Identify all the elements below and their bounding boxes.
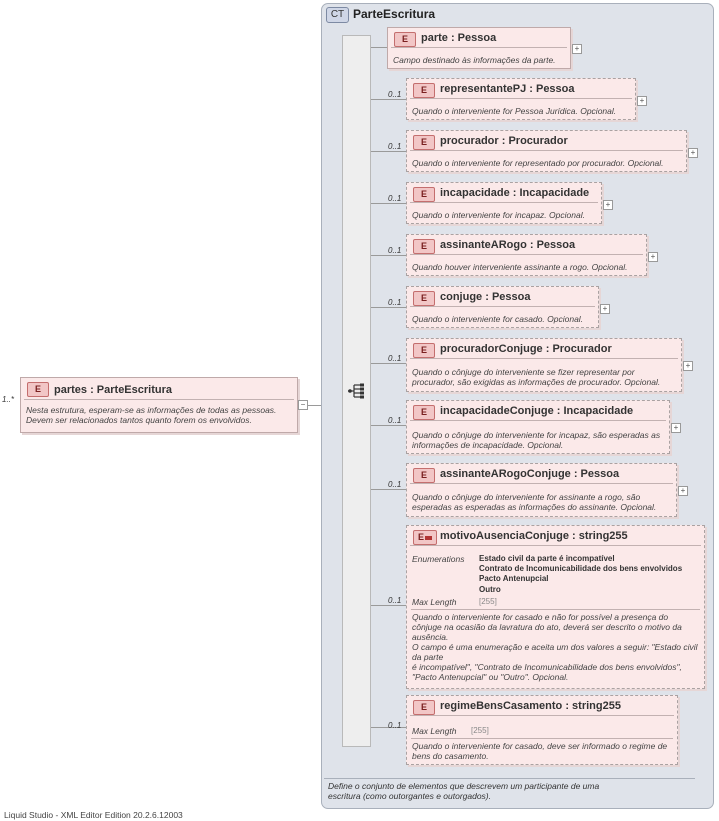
branch-line [371, 425, 406, 426]
element-description: Quando o cônjuge do interveniente for in… [412, 430, 661, 450]
expand-icon[interactable]: + [683, 361, 693, 371]
root-occurrence: 1..* [2, 395, 15, 404]
element-name: assinanteARogoConjuge : Pessoa [440, 468, 620, 480]
complex-type-divider [324, 778, 695, 779]
expand-icon[interactable]: + [603, 200, 613, 210]
element-badge: E [413, 83, 435, 98]
max-length-value: [255] [479, 597, 497, 606]
collapse-icon[interactable]: − [298, 400, 308, 410]
enumeration-value: Estado civil da parte é incompatível [479, 554, 615, 563]
expand-icon[interactable]: + [648, 252, 658, 262]
branch-line [371, 489, 406, 490]
element-badge: E [413, 530, 437, 545]
element-badge: E [413, 405, 435, 420]
element-badge: E [413, 187, 435, 202]
element-description: Campo destinado às informações da parte. [393, 55, 556, 65]
element-name: conjuge : Pessoa [440, 291, 531, 303]
element-badge: E [27, 382, 49, 397]
branch-line [371, 605, 406, 606]
branch-line [371, 727, 406, 728]
enumeration-value: Pacto Antenupcial [479, 574, 549, 583]
occurrence-label: 0..1 [388, 416, 402, 425]
element-name: regimeBensCasamento : string255 [440, 700, 621, 712]
element-name: partes : ParteEscritura [54, 384, 172, 396]
element-badge: E [413, 291, 435, 306]
branch-line [371, 307, 406, 308]
occurrence-label: 0..1 [388, 194, 402, 203]
element-name: procuradorConjuge : Procurador [440, 343, 612, 355]
branch-line [371, 47, 387, 48]
branch-line [371, 151, 406, 152]
element-description: Quando o interveniente for Pessoa Jurídi… [412, 106, 617, 116]
complex-type-badge: CT [326, 7, 349, 23]
enumeration-value: Contrato de Incomunicabilidade dos bens … [479, 564, 683, 573]
expand-icon[interactable]: + [572, 44, 582, 54]
element-badge: E [413, 468, 435, 483]
occurrence-label: 0..1 [388, 90, 402, 99]
element-badge: E [413, 343, 435, 358]
sequence-bar [342, 35, 371, 747]
expand-icon[interactable]: + [671, 423, 681, 433]
element-name: assinanteARogo : Pessoa [440, 239, 576, 251]
max-length-label: Max Length [412, 726, 457, 736]
complex-type-title: ParteEscritura [353, 7, 436, 21]
occurrence-label: 0..1 [388, 354, 402, 363]
expand-icon[interactable]: + [600, 304, 610, 314]
expand-icon[interactable]: + [637, 96, 647, 106]
element-description: Quando o cônjuge do interveniente se fiz… [412, 367, 661, 387]
element-badge: E [413, 700, 435, 715]
element-name: parte : Pessoa [421, 32, 497, 44]
complex-type-description: Define o conjunto de elementos que descr… [328, 781, 600, 801]
divider [411, 738, 673, 739]
occurrence-label: 0..1 [388, 596, 402, 605]
element-badge: E [413, 135, 435, 150]
element-badge: E [413, 239, 435, 254]
enumerations-label: Enumerations [412, 554, 465, 564]
element-name: incapacidadeConjuge : Incapacidade [440, 405, 634, 417]
enumeration-value: Outro [479, 585, 501, 594]
element-description: Quando o interveniente for casado. Opcio… [412, 314, 584, 324]
branch-line [371, 363, 406, 364]
occurrence-label: 0..1 [388, 480, 402, 489]
element-description: Quando o interveniente for casado, deve … [412, 741, 668, 761]
max-length-label: Max Length [412, 597, 457, 607]
occurrence-label: 0..1 [388, 298, 402, 307]
element-name: incapacidade : Incapacidade [440, 187, 590, 199]
element-description: Quando o interveniente for casado e não … [412, 612, 698, 682]
element-description: Quando houver interveniente assinante a … [412, 262, 628, 272]
element-name: motivoAusenciaConjuge : string255 [440, 530, 628, 542]
divider [411, 609, 700, 610]
max-length-value: [255] [471, 726, 489, 735]
root-element-partes[interactable]: E partes : ParteEscritura Nesta estrutur… [20, 377, 298, 433]
element-name: representantePJ : Pessoa [440, 83, 575, 95]
expand-icon[interactable]: + [678, 486, 688, 496]
element-name: procurador : Procurador [440, 135, 568, 147]
occurrence-label: 0..1 [388, 142, 402, 151]
footer-credit: Liquid Studio - XML Editor Edition 20.2.… [4, 810, 183, 820]
occurrence-label: 0..1 [388, 721, 402, 730]
element-description: Nesta estrutura, esperam-se as informaçõ… [26, 405, 277, 425]
occurrence-label: 0..1 [388, 246, 402, 255]
branch-line [371, 255, 406, 256]
element-description: Quando o cônjuge do interveniente for as… [412, 492, 657, 512]
branch-line [371, 203, 406, 204]
sequence-icon [348, 383, 364, 399]
branch-line [371, 99, 406, 100]
element-description: Quando o interveniente for incapaz. Opci… [412, 210, 585, 220]
element-description: Quando o interveniente for representado … [412, 158, 664, 168]
expand-icon[interactable]: + [688, 148, 698, 158]
element-badge: E [394, 32, 416, 47]
